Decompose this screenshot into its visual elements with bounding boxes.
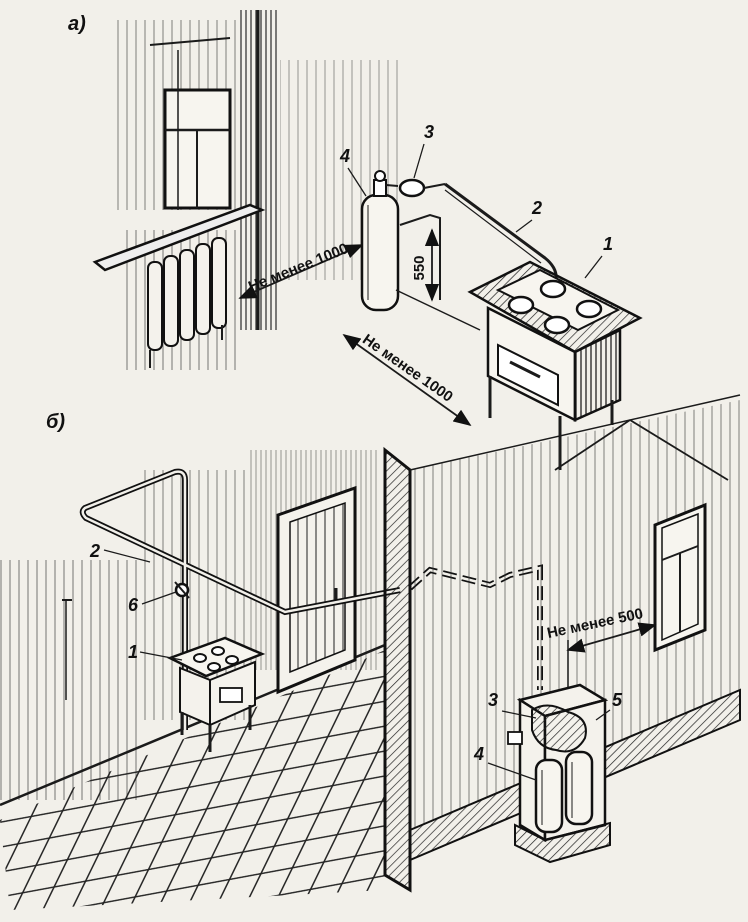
callout-b-2: 2 bbox=[89, 541, 100, 561]
callout-b-3: 3 bbox=[488, 690, 498, 710]
panel-a: Не менее 1000 550 bbox=[68, 10, 643, 470]
window-a bbox=[92, 37, 266, 272]
dimension-cylinder-to-stove: Не менее 1000 bbox=[342, 289, 481, 427]
callout-a-4: 4 bbox=[339, 146, 350, 166]
callout-b-4: 4 bbox=[473, 744, 484, 764]
door-b bbox=[276, 485, 357, 695]
panel-b: Не менее 500 1 2 6 3 4 bbox=[0, 394, 741, 910]
callout-a-1: 1 bbox=[603, 234, 613, 254]
gas-cylinder-a bbox=[360, 170, 400, 312]
callout-b-1: 1 bbox=[128, 642, 138, 662]
callout-a-3: 3 bbox=[424, 122, 434, 142]
panel-a-letter: а) bbox=[68, 13, 86, 35]
dim-label-550: 550 bbox=[411, 255, 428, 280]
panel-b-callouts: 1 2 6 3 4 5 bbox=[89, 541, 623, 781]
cylinder-cabinet bbox=[507, 683, 611, 864]
window-b bbox=[653, 502, 707, 653]
pressure-regulator-a bbox=[398, 178, 446, 198]
gas-stove-a bbox=[467, 260, 643, 470]
callout-b-5: 5 bbox=[612, 690, 623, 710]
panel-b-letter: б) bbox=[46, 411, 65, 433]
shutoff-valve bbox=[174, 581, 190, 599]
radiator bbox=[147, 237, 227, 368]
dim-label-cylinder-stove: Не менее 1000 bbox=[359, 331, 456, 406]
wall-bracket bbox=[399, 213, 441, 300]
panel-a-callouts: 1 2 3 4 bbox=[339, 122, 613, 279]
callout-b-6: 6 bbox=[128, 595, 139, 615]
dimension-550: 550 bbox=[411, 228, 440, 302]
gas-stove-b bbox=[166, 636, 266, 752]
callout-a-2: 2 bbox=[531, 198, 542, 218]
